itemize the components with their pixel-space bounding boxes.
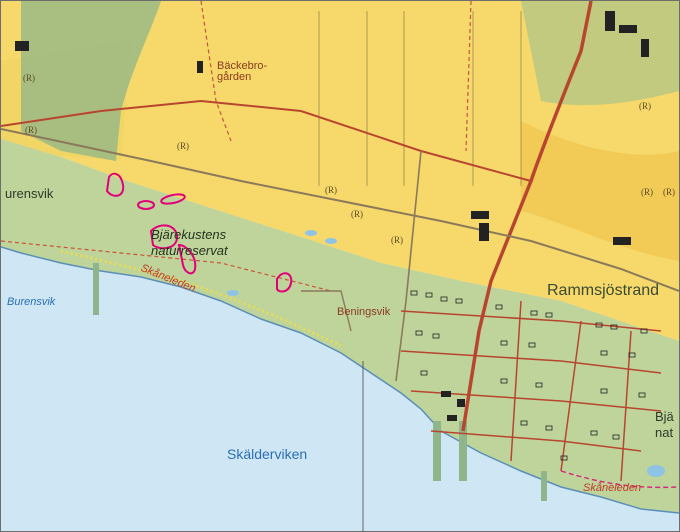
- water-label-skalderviken[interactable]: Skälderviken: [227, 446, 308, 462]
- field-mark: (R): [25, 125, 37, 135]
- pier-west: [93, 263, 99, 315]
- field-mark: (R): [23, 73, 35, 83]
- reserve-boundaries: [105, 172, 293, 293]
- arable-land-deep: [521, 121, 679, 261]
- field-boundaries: [318, 11, 522, 186]
- ponds: [227, 230, 665, 477]
- trail-label-skaneleden-east[interactable]: Skåneleden: [583, 482, 642, 494]
- woodland-northeast: [521, 1, 679, 106]
- shoreline: [1, 246, 679, 514]
- road-beningsvik: [301, 290, 352, 332]
- field-mark: (R): [663, 187, 675, 197]
- field-mark: (R): [325, 185, 337, 195]
- road-minor-2: [395, 150, 422, 382]
- skaneleden-trail-east: [560, 470, 679, 489]
- place-label-rammsjostrand[interactable]: Rammsjöstrand: [547, 282, 660, 299]
- woodland-northwest: [21, 1, 161, 161]
- place-label-beningsvik[interactable]: Beningsvik: [337, 306, 391, 318]
- place-label-burensvik-water[interactable]: Burensvik: [7, 296, 56, 308]
- place-label-backebrogarden[interactable]: Bäckebro- gården: [217, 60, 268, 83]
- road-minor-1: [1, 99, 532, 182]
- path-1: [200, 1, 232, 142]
- place-label-burensvik-land[interactable]: urensvik: [5, 186, 54, 201]
- pier-harbor-1: [433, 421, 441, 481]
- beach-sand-trail: [60, 249, 342, 348]
- field-mark: (R): [639, 101, 651, 111]
- field-mark: (R): [391, 235, 403, 245]
- field-mark: (R): [641, 187, 653, 197]
- field-mark: (R): [351, 209, 363, 219]
- path-3: [1, 240, 332, 292]
- pier-east: [541, 471, 547, 501]
- buildings: [15, 11, 649, 421]
- place-label-bja-nat[interactable]: Bjä nat: [655, 409, 674, 440]
- coastal-grassland: [1, 139, 679, 513]
- reserve-label-bjarekustens-naturreservat[interactable]: Bjärekustens naturreservat: [151, 227, 228, 258]
- coastal-road: [1, 128, 679, 292]
- main-road: [461, 1, 593, 432]
- arable-land: [1, 1, 679, 341]
- field-mark: (R): [177, 141, 189, 151]
- pier-harbor-2: [459, 421, 467, 481]
- village-houses: [410, 290, 648, 461]
